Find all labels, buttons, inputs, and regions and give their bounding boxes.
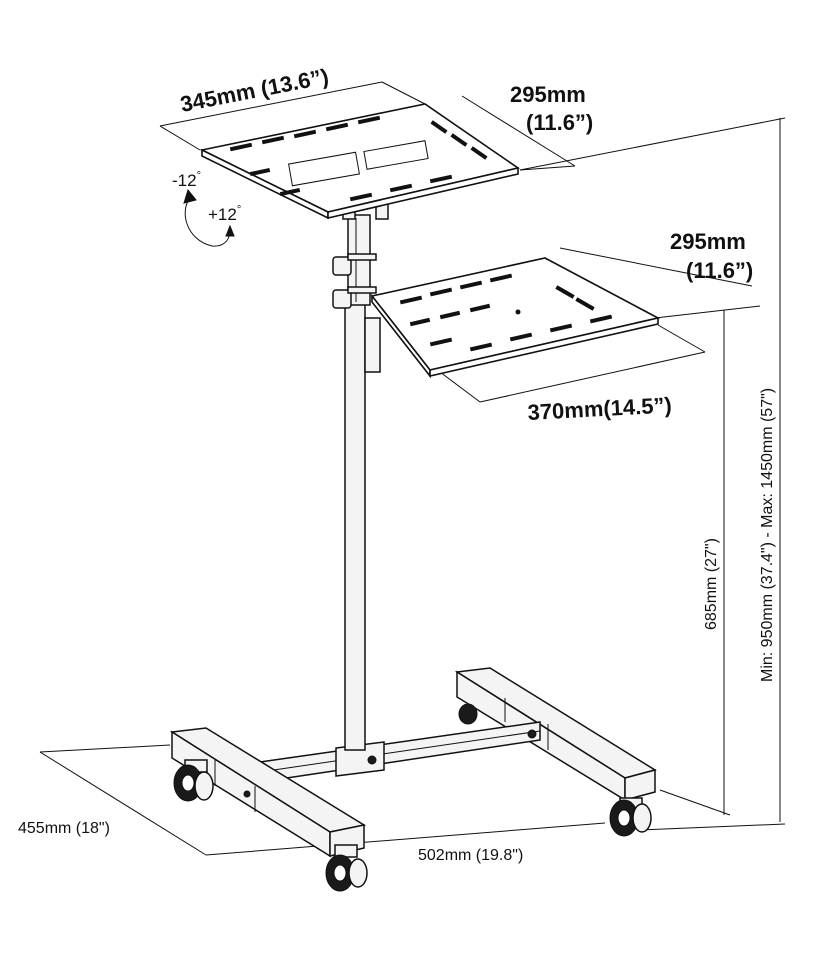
tilt-plus-label: +12°	[208, 204, 241, 224]
side-tray	[370, 257, 661, 379]
base-frame	[169, 667, 657, 858]
side-tray-height-label: 685mm (27")	[703, 538, 720, 630]
top-tray-width-label: 345mm (13.6”)	[178, 64, 330, 117]
dimension-lines	[39, 81, 786, 856]
top-tray	[199, 103, 520, 220]
caster-wheel-right	[609, 797, 652, 837]
caster-wheel-front-left	[173, 759, 214, 802]
caster-wheel-front	[325, 844, 368, 892]
overall-height-label: Min: 950mm (37.4") - Max: 1450mm (57")	[759, 388, 776, 682]
tilt-minus-label: -12°	[172, 170, 201, 190]
side-tray-width-label: 370mm(14.5”)	[527, 392, 672, 425]
side-tray-depth-mm-label: 295mm	[670, 229, 746, 254]
side-tray-depth-in-label: (11.6”)	[686, 258, 753, 283]
base-depth-label: 455mm (18")	[18, 820, 110, 837]
base-width-label: 502mm (19.8")	[418, 847, 523, 864]
top-tray-depth-in-label: (11.6”)	[526, 110, 593, 135]
caster-wheel-back	[458, 703, 478, 725]
center-pole	[332, 202, 389, 751]
top-tray-depth-mm-label: 295mm	[510, 82, 586, 107]
